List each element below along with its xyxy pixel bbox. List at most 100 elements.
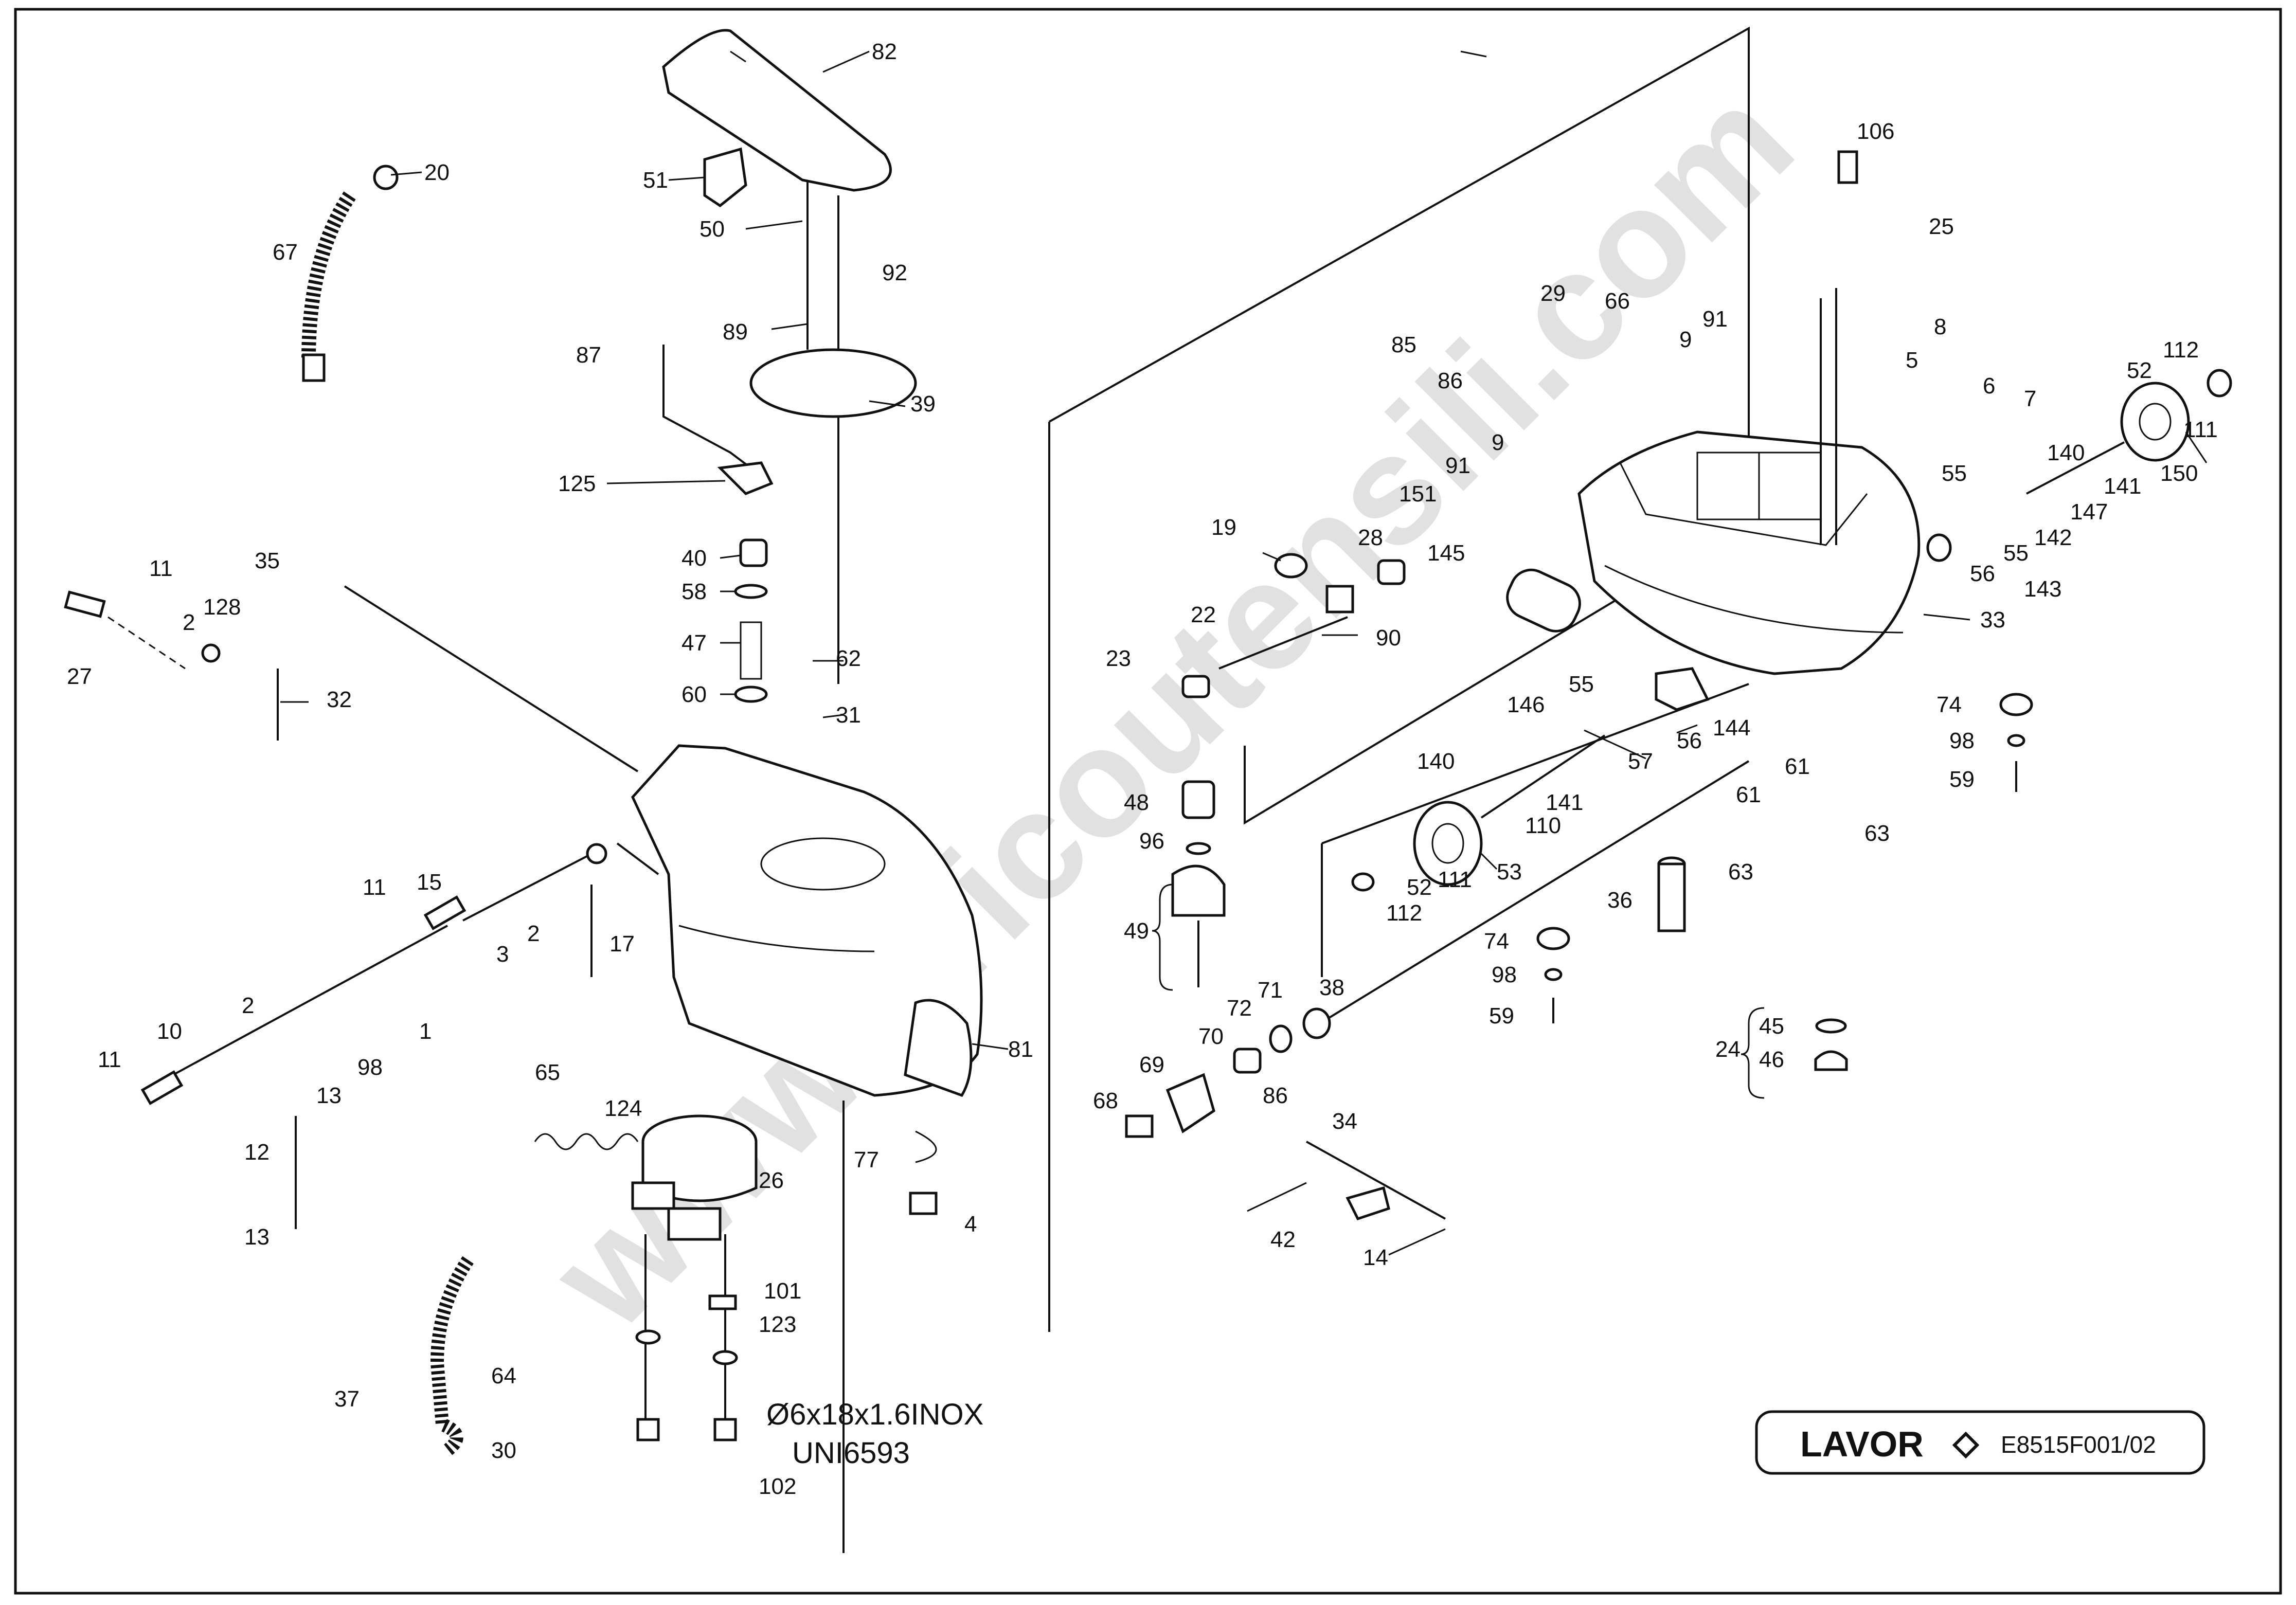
label-72: 72	[1227, 996, 1252, 1021]
label-91-a: 91	[1702, 306, 1728, 332]
label-53: 53	[1497, 859, 1522, 885]
label-147: 147	[2070, 499, 2108, 525]
label-64: 64	[491, 1363, 516, 1388]
label-82: 82	[872, 39, 897, 64]
cap-46	[1814, 1050, 1848, 1071]
label-13-b: 13	[244, 1224, 270, 1250]
label-50: 50	[699, 217, 725, 242]
label-15: 15	[417, 870, 442, 895]
label-47: 47	[681, 630, 707, 656]
washer-left	[635, 1329, 661, 1345]
label-2-a: 2	[183, 610, 195, 635]
label-63-a: 63	[1864, 821, 1890, 846]
clip-part	[915, 1130, 937, 1163]
label-32: 32	[327, 687, 352, 712]
label-67: 67	[273, 240, 298, 265]
label-7: 7	[2024, 386, 2036, 411]
label-111-b: 111	[1438, 867, 1472, 892]
hose-connector	[373, 165, 399, 190]
label-70: 70	[1198, 1024, 1224, 1049]
title-block: LAVOR E8515F001/02	[1755, 1410, 2205, 1475]
label-101: 101	[764, 1278, 801, 1304]
label-59-a: 59	[1949, 767, 1975, 792]
label-146: 146	[1507, 692, 1545, 717]
label-11-c: 11	[98, 1047, 121, 1072]
drawing-frame	[14, 8, 2282, 1595]
label-11-b: 11	[363, 875, 386, 900]
fitting-68	[1125, 1114, 1154, 1138]
caster-wheel	[1171, 864, 1226, 917]
filter-cylinder	[1506, 568, 1581, 633]
label-112-b: 112	[1386, 900, 1422, 926]
label-86-a: 86	[1438, 368, 1463, 393]
caster-top	[1181, 780, 1215, 819]
label-48: 48	[1124, 790, 1149, 815]
o-ring-part	[734, 584, 768, 599]
label-25: 25	[1929, 214, 1954, 239]
bearing-right	[1926, 533, 1952, 562]
label-145: 145	[1427, 540, 1465, 566]
label-106: 106	[1857, 119, 1894, 144]
label-28: 28	[1358, 525, 1383, 550]
washer-98-right	[2007, 734, 2025, 747]
bushing-23	[1181, 675, 1210, 698]
bracket-42	[1346, 1186, 1390, 1221]
label-71: 71	[1258, 978, 1283, 1003]
spring-part	[534, 1133, 639, 1150]
label-87: 87	[576, 342, 601, 368]
label-14: 14	[1363, 1245, 1388, 1270]
cap-74-mid	[1536, 927, 1570, 950]
nut-right	[713, 1418, 737, 1441]
label-125: 125	[558, 471, 596, 496]
label-68: 68	[1093, 1088, 1118, 1113]
label-36: 36	[1607, 888, 1633, 913]
lid-part	[749, 348, 917, 418]
hose-part	[301, 191, 356, 360]
shaft-22	[1218, 616, 1348, 670]
label-98-c: 98	[1492, 962, 1517, 987]
label-61-a: 61	[1785, 754, 1810, 779]
label-10: 10	[157, 1019, 182, 1044]
label-150: 150	[2160, 461, 2198, 486]
spec-line-1: Ø6x18x1.6INOX	[766, 1398, 983, 1431]
label-31: 31	[836, 702, 861, 728]
label-45: 45	[1759, 1014, 1784, 1039]
label-112-a: 112	[2163, 337, 2199, 363]
label-110: 110	[1525, 813, 1561, 838]
label-74-b: 74	[1484, 929, 1509, 954]
hose-end	[302, 353, 326, 382]
label-102: 102	[759, 1474, 796, 1499]
label-56-b: 56	[1677, 728, 1702, 753]
label-4: 4	[964, 1212, 977, 1237]
label-62: 62	[836, 646, 861, 671]
label-91-b: 91	[1445, 453, 1470, 478]
label-124: 124	[604, 1096, 642, 1121]
label-140-b: 140	[1417, 749, 1455, 774]
ring-part	[734, 686, 768, 703]
label-55-b: 55	[2003, 540, 2029, 566]
label-52-a: 52	[2127, 358, 2152, 383]
label-63-b: 63	[1728, 859, 1753, 885]
label-1: 1	[419, 1019, 432, 1044]
tee-69	[1165, 1073, 1215, 1133]
label-13-a: 13	[316, 1083, 342, 1108]
label-55-c: 55	[1569, 672, 1594, 697]
label-40: 40	[681, 546, 707, 571]
label-52-b: 52	[1407, 875, 1432, 900]
washer-98-mid	[1544, 968, 1563, 981]
cap-74-right	[1999, 693, 2033, 716]
label-128: 128	[203, 594, 241, 620]
label-20: 20	[424, 160, 450, 185]
label-39: 39	[910, 391, 936, 417]
label-141-a: 141	[2104, 474, 2141, 499]
label-98-a: 98	[357, 1055, 383, 1080]
label-69: 69	[1139, 1052, 1164, 1077]
label-89: 89	[723, 319, 748, 345]
label-11-a: 11	[149, 556, 173, 581]
label-57: 57	[1628, 749, 1653, 774]
label-60: 60	[681, 682, 707, 707]
label-3: 3	[496, 942, 509, 967]
brand-logo-mark	[1952, 1431, 1980, 1459]
axle-right	[2026, 441, 2125, 495]
